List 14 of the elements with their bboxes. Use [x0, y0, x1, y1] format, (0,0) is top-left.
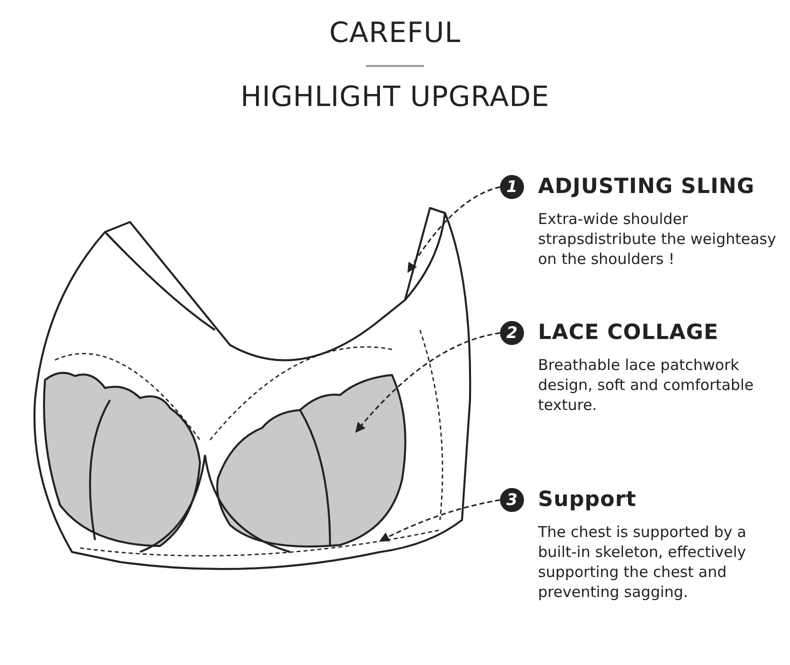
- callout-heading: LACE COLLAGE: [538, 320, 719, 344]
- callout-heading: Support: [538, 487, 636, 511]
- leader-line: [407, 186, 500, 273]
- subtitle: HIGHLIGHT UPGRADE: [240, 80, 550, 113]
- callout-number: 1: [500, 175, 524, 199]
- callout-number: 3: [500, 488, 524, 512]
- title: CAREFUL: [329, 16, 461, 49]
- callout-text: Extra-wide shoulder strapsdistribute the weighteasy on the shoulders !: [538, 209, 778, 269]
- callout-text: The chest is supported by a built-in skeleton, effectively supporting the chest and preventing sagging.: [538, 522, 748, 602]
- callout-number: 2: [500, 321, 524, 345]
- leader-line: [355, 332, 500, 433]
- leader-line: [379, 499, 500, 542]
- callout-heading: ADJUSTING SLING: [538, 174, 755, 198]
- callout-text: Breathable lace patchwork design, soft and comfortable texture.: [538, 355, 755, 415]
